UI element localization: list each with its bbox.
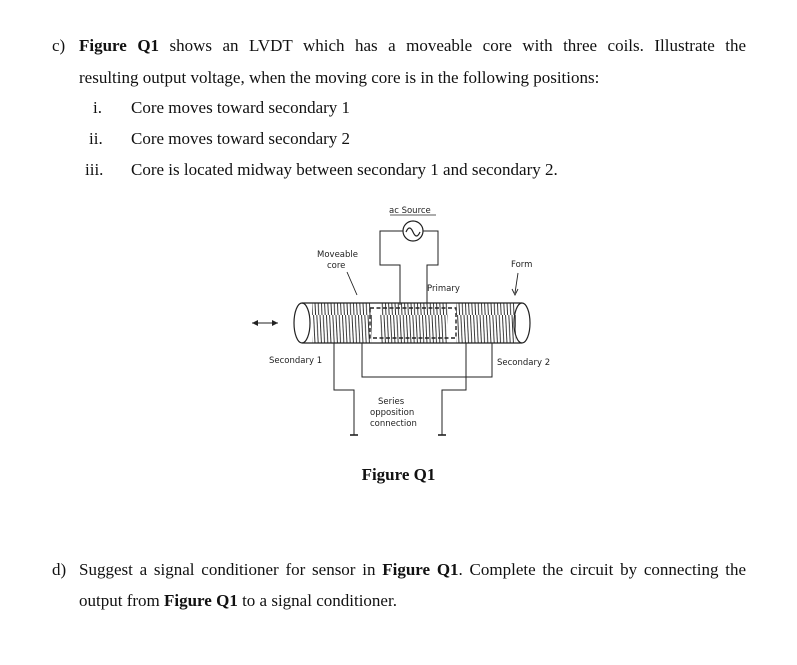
tube-right-end: [513, 302, 531, 344]
list-item: Core moves toward secondary 1: [131, 98, 351, 117]
question-c-label: c): [52, 36, 66, 55]
figure-ref: Figure Q1: [79, 36, 160, 55]
question-c-line-2: resulting output voltage, when the movin…: [79, 68, 600, 87]
secondary-2-coil: [456, 303, 516, 343]
series-label: Series: [378, 397, 405, 407]
opposition-label: opposition: [370, 408, 414, 418]
form-label: Form: [511, 260, 532, 270]
secondary-1-coil: [312, 303, 372, 343]
question-c-line-1: Figure Q1 shows an LVDT which has a move…: [79, 36, 746, 56]
figure-ref: Figure Q1: [382, 560, 459, 579]
question-d-text-3: output from: [79, 591, 160, 610]
moveable-core: [369, 307, 457, 339]
list-item: Core moves toward secondary 2: [131, 129, 351, 148]
question-d-line-2: output from Figure Q1 to a signal condit…: [79, 591, 397, 611]
secondary-2-label: Secondary 2: [497, 358, 550, 368]
tube-left-end: [293, 302, 311, 344]
core-label: core: [327, 261, 345, 271]
list-item: Core is located midway between secondary…: [131, 160, 558, 179]
question-d-line-1: Suggest a signal conditioner for sensor …: [79, 560, 746, 580]
question-d-text-4: to a signal conditioner.: [242, 591, 397, 610]
figure-caption: Figure Q1: [361, 465, 436, 484]
secondary-1-label: Secondary 1: [269, 356, 322, 366]
ac-source-label: ac Source: [389, 206, 431, 216]
sine-wave-icon: [405, 227, 421, 237]
list-item-number: i.: [93, 98, 102, 117]
list-item-number: ii.: [89, 129, 103, 148]
list-item-number: iii.: [85, 160, 104, 179]
question-d-label: d): [52, 560, 67, 579]
question-d-text-1: Suggest a signal conditioner for sensor …: [79, 560, 376, 579]
moveable-label: Moveable: [317, 250, 358, 260]
question-c-text-1: shows an LVDT which has a moveable core …: [169, 36, 747, 55]
lvdt-diagram: ac Source Moveable core Form Primary Sec…: [252, 206, 550, 436]
primary-label: Primary: [427, 284, 460, 294]
figure-ref: Figure Q1: [164, 591, 238, 610]
question-d-text-2: . Complete the circuit by connecting the: [458, 560, 746, 579]
primary-coil: [380, 303, 448, 343]
connection-label: connection: [370, 419, 417, 429]
